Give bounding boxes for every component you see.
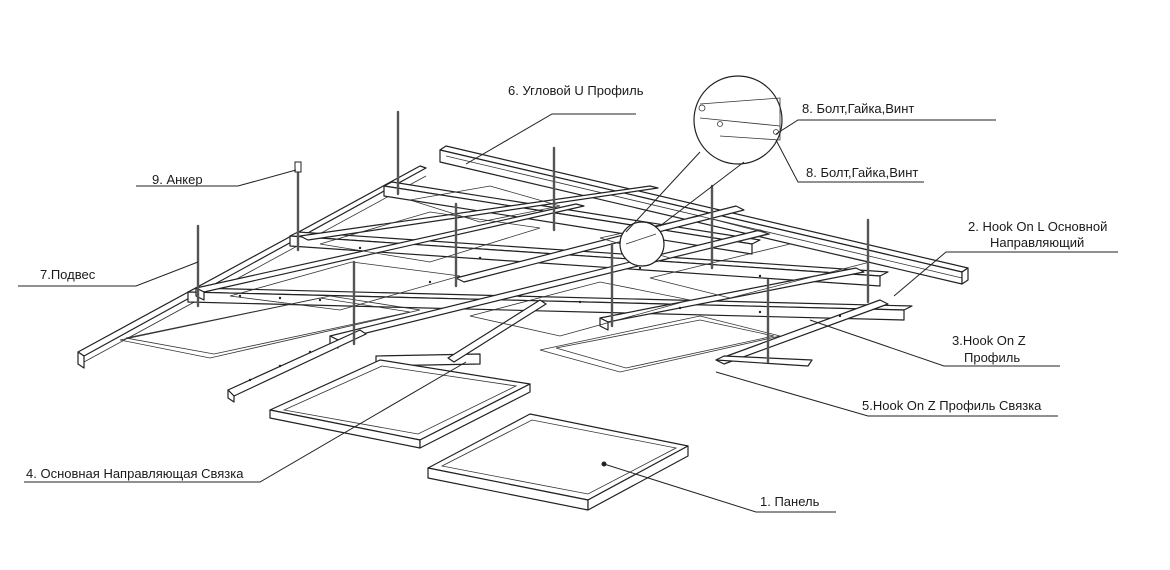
callout-bolt-2: 8. Болт,Гайка,Винт (775, 139, 924, 183)
callout-main-guide-link: 4. Основная Направляющая Связка (24, 361, 467, 483)
label-hook-on-z-line1: 3.Hook On Z (952, 333, 1026, 348)
callout-u-profile: 6. Угловой U Профиль (465, 83, 644, 165)
label-main-guide-link: 4. Основная Направляющая Связка (26, 466, 244, 481)
label-hook-on-z-line2: Профиль (964, 350, 1020, 365)
label-hanger: 7.Подвес (40, 267, 96, 282)
callout-bolt-1: 8. Болт,Гайка,Винт (775, 101, 996, 135)
front-left-beam (227, 329, 367, 403)
screw-holes (238, 246, 842, 467)
anchor (294, 161, 302, 173)
label-hook-on-l-line1: 2. Hook On L Основной (968, 219, 1107, 234)
callout-hanger: 7.Подвес (18, 261, 199, 287)
grid-panels (119, 185, 871, 373)
label-u-profile: 6. Угловой U Профиль (508, 83, 644, 98)
detail-magnifier (619, 75, 783, 267)
ceiling-structure (77, 75, 969, 511)
hanger-rods (196, 110, 870, 364)
u-profile-left (77, 165, 427, 369)
label-bolt-2: 8. Болт,Гайка,Винт (806, 165, 918, 180)
callout-hook-on-z: 3.Hook On Z Профиль (809, 319, 1060, 367)
label-anchor: 9. Анкер (152, 172, 203, 187)
label-bolt-1: 8. Болт,Гайка,Винт (802, 101, 914, 116)
loose-panel-front (427, 413, 689, 511)
label-hook-on-l-line2: Направляющий (990, 235, 1084, 250)
callout-hook-on-z-link: 5.Hook On Z Профиль Связка (715, 371, 1058, 417)
callout-panel: 1. Панель (603, 463, 836, 513)
label-hook-on-z-link: 5.Hook On Z Профиль Связка (862, 398, 1042, 413)
callout-anchor: 9. Анкер (136, 169, 297, 187)
callout-hook-on-l: 2. Hook On L Основной Направляющий (893, 219, 1118, 297)
label-panel: 1. Панель (760, 494, 820, 509)
